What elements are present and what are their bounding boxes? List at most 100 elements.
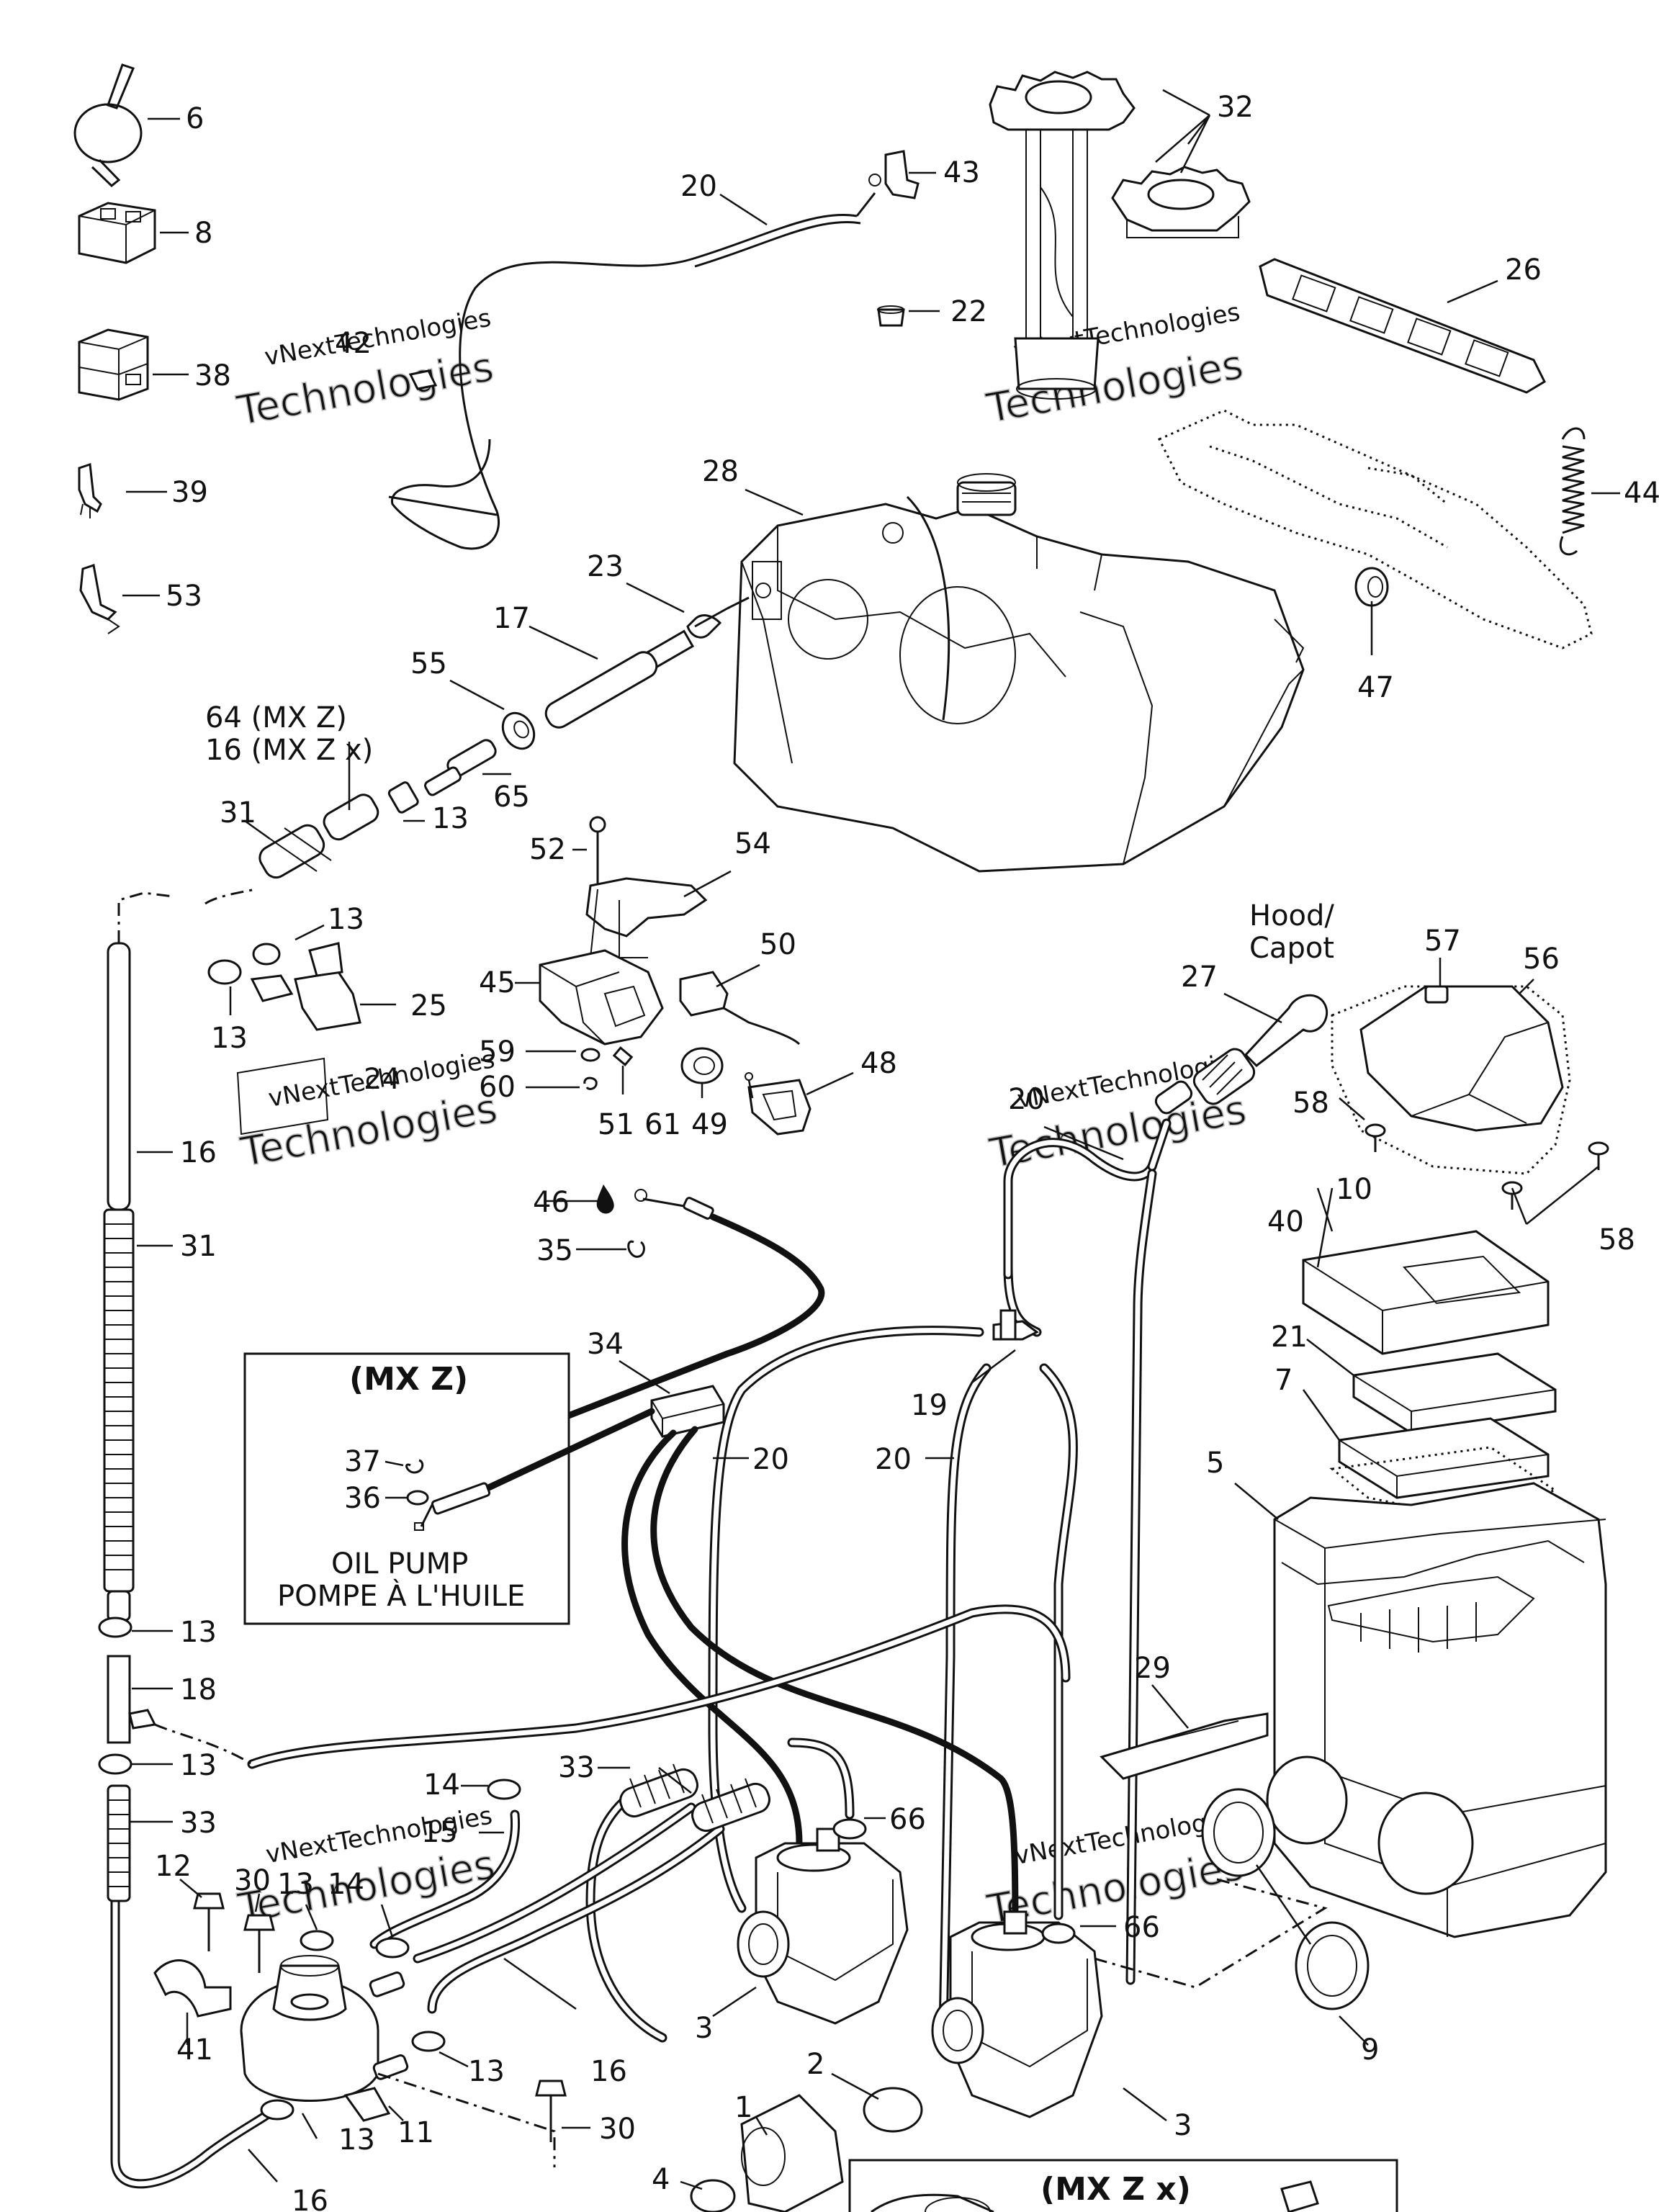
callout-5: 5 [1206, 1447, 1224, 1480]
bracket-41-icon [153, 1959, 232, 2018]
note-hood: Hood/ [1249, 899, 1334, 932]
callout-56: 56 [1523, 943, 1560, 976]
hood-icon [1331, 985, 1571, 1175]
callout-10: 10 [1336, 1173, 1372, 1206]
clip-60-icon [583, 1076, 598, 1090]
callout-51: 51 [598, 1108, 634, 1141]
air-silencer-icon [1266, 1482, 1607, 1938]
callout-14: 14 [423, 1768, 460, 1802]
pump-mount-dash-icon [377, 1878, 1328, 2167]
screw-51-icon [612, 1046, 634, 1066]
carburetor-left-icon [737, 1827, 909, 2025]
fuel-lines-icon [708, 1118, 1172, 2036]
callout-58: 58 [1599, 1223, 1635, 1256]
bolt-52-icon [589, 816, 606, 893]
callout-50: 50 [760, 928, 796, 961]
callout-24: 24 [364, 1063, 400, 1096]
callout-40: 40 [1267, 1205, 1304, 1238]
callout-21: 21 [1271, 1321, 1308, 1354]
intake-hoses-icon [247, 1604, 1071, 2043]
callout-48: 48 [860, 1047, 897, 1080]
callout-58: 58 [1292, 1087, 1329, 1120]
callout-65: 65 [493, 781, 530, 814]
callout-37: 37 [344, 1445, 381, 1478]
callout-11: 11 [397, 2116, 434, 2149]
callout-8: 8 [194, 217, 212, 250]
callout-30: 30 [599, 2113, 636, 2146]
callout-3: 3 [695, 2012, 713, 2045]
switch-housing-45-icon [539, 949, 664, 1046]
svg-text:vNext: vNext [264, 1829, 339, 1870]
callout-13: 13 [338, 2123, 375, 2157]
callout-34: 34 [587, 1328, 624, 1361]
junction-block-icon [650, 1385, 725, 1438]
callout-46: 46 [533, 1186, 570, 1219]
callout-66: 66 [889, 1803, 926, 1836]
tank-strap-icon [1259, 258, 1546, 394]
callout-9: 9 [1361, 2033, 1379, 2067]
air-filter-stack-icon [1302, 1230, 1558, 1514]
callout-25: 25 [410, 989, 447, 1022]
callout-59: 59 [479, 1035, 516, 1069]
fuel-gauge-sender-icon [989, 71, 1136, 400]
primer-pump-27-icon [1154, 994, 1328, 1115]
callout-13: 13 [328, 903, 364, 936]
strap-29-icon [1100, 1712, 1269, 1780]
callout-31: 31 [220, 796, 256, 830]
callout-31: 31 [180, 1230, 217, 1263]
callout-47: 47 [1357, 671, 1394, 704]
callout-17: 17 [493, 602, 530, 635]
note-mxz-variant: 64 (MX Z) [205, 701, 347, 734]
callout-49: 49 [691, 1108, 728, 1141]
callout-16: 16 [180, 1136, 217, 1169]
callout-61: 61 [644, 1108, 681, 1141]
clip-42-icon [408, 369, 438, 390]
enricher-cable-assembly-icon [258, 596, 750, 879]
pump-clamps-icon [260, 1930, 446, 2121]
callout-29: 29 [1134, 1652, 1171, 1685]
callout-20: 20 [752, 1443, 789, 1476]
spring-49-icon [745, 1072, 753, 1081]
grommet-22-icon [877, 305, 905, 327]
elbow-fitting-icon [868, 150, 920, 199]
fuel-valve-icon [207, 942, 361, 1031]
callout-52: 52 [529, 833, 566, 866]
callout-18: 18 [180, 1673, 217, 1707]
svg-text:vNext: vNext [1012, 1830, 1088, 1871]
callout-4: 4 [652, 2163, 670, 2196]
knob-61-icon [680, 1047, 724, 1084]
cable-tie-icon [73, 63, 143, 187]
callout-55: 55 [410, 647, 447, 680]
callout-60: 60 [479, 1071, 516, 1104]
oil-pump-cable-icon [428, 1189, 825, 1473]
fuel-cap-icon [1111, 166, 1251, 238]
mxz-box-caption-en: OIL PUMP [331, 1547, 468, 1581]
callout-20: 20 [680, 170, 717, 203]
callout-20: 20 [1008, 1083, 1045, 1116]
note-mxzx-variant: 16 (MX Z x) [205, 734, 373, 767]
circlip-35-icon [627, 1240, 645, 1258]
callout-3: 3 [1174, 2109, 1192, 2142]
callout-13: 13 [468, 2055, 505, 2088]
callout-35: 35 [536, 1234, 573, 1267]
callout-7: 7 [1274, 1364, 1292, 1397]
callout-43: 43 [943, 156, 980, 189]
callout-33: 33 [180, 1807, 217, 1840]
callout-13: 13 [277, 1868, 314, 1901]
adaptor-boot-9-icon [1201, 1788, 1370, 2010]
washer-59-icon [580, 1048, 601, 1062]
callout-13: 13 [180, 1616, 217, 1649]
throttle-cable-icon [103, 888, 256, 1622]
callout-16: 16 [590, 2055, 627, 2088]
callout-28: 28 [702, 455, 739, 488]
notes: 64 (MX Z) 16 (MX Z x) Hood/ Capot (MX Z)… [205, 701, 1334, 2208]
callout-57: 57 [1424, 925, 1461, 958]
screw-58-icon [1364, 1123, 1609, 1210]
callout-36: 36 [344, 1482, 381, 1515]
callout-15: 15 [421, 1816, 458, 1849]
callout-33: 33 [558, 1751, 595, 1784]
bracket-54-icon [585, 877, 708, 958]
carburetor-right-icon [931, 1910, 1103, 2118]
carb-cables-icon [621, 1426, 1019, 1948]
hose-14-15-icon [369, 1779, 521, 1949]
